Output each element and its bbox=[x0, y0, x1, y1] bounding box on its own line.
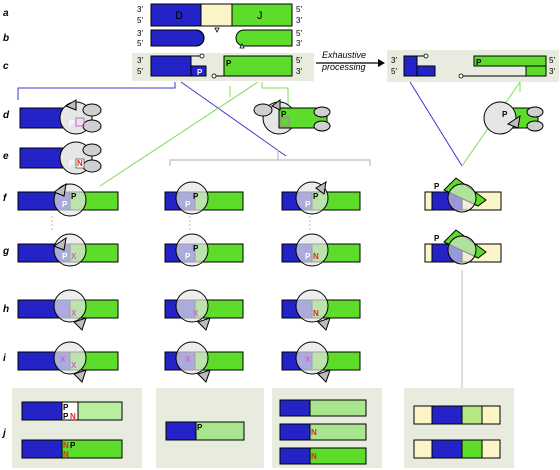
end-5prime: 5′ bbox=[137, 67, 143, 76]
row-label-c: c bbox=[3, 61, 9, 72]
j-segment bbox=[231, 3, 293, 27]
end-3prime: 3′ bbox=[137, 56, 143, 65]
row-label-a: a bbox=[3, 8, 9, 19]
row-j-products: P P N N P N P N N bbox=[12, 388, 514, 468]
p-nucleotide: P bbox=[313, 192, 319, 201]
row-label-e: e bbox=[3, 151, 9, 162]
p-nucleotide: P bbox=[62, 252, 68, 261]
row-f-synapsis: P P P P P P P bbox=[17, 177, 502, 217]
p-nucleotide: P bbox=[71, 192, 77, 201]
p-nucleotide: P bbox=[70, 441, 76, 450]
row-label-d: d bbox=[3, 110, 10, 121]
end-3prime: 3′ bbox=[296, 67, 302, 76]
n-nucleotide: N bbox=[313, 252, 319, 261]
row-a-strand: D J 3′ 5′ 5′ 3′ bbox=[137, 3, 302, 27]
row-label-g: g bbox=[2, 246, 9, 257]
row-e-complexes: P N bbox=[19, 141, 102, 175]
p-nucleotide: P bbox=[305, 200, 311, 209]
p-nucleotide: P bbox=[281, 110, 287, 119]
n-nucleotide: N bbox=[63, 441, 69, 450]
row-i-complexes: X X X X bbox=[17, 341, 361, 383]
row-label-f: f bbox=[3, 193, 8, 204]
x-marker: X bbox=[71, 361, 77, 370]
cleavage-triangle-icon bbox=[214, 27, 220, 33]
p-nucleotide: P bbox=[185, 252, 191, 261]
p-nucleotide: P bbox=[193, 244, 199, 253]
end-3prime: 3′ bbox=[549, 67, 555, 76]
end-5prime: 5′ bbox=[296, 29, 302, 38]
x-marker: X bbox=[71, 252, 77, 261]
n-nucleotide: N bbox=[311, 428, 317, 437]
x-marker: X bbox=[60, 355, 66, 364]
end-5prime: 5′ bbox=[391, 67, 397, 76]
p-nucleotide: P bbox=[434, 234, 440, 243]
n-nucleotide: N bbox=[70, 412, 76, 421]
end-5prime: 5′ bbox=[137, 16, 143, 25]
p-nucleotide: P bbox=[69, 159, 75, 168]
p-nucleotide: P bbox=[62, 200, 68, 209]
row-label-i: i bbox=[3, 353, 6, 364]
n-nucleotide: N bbox=[63, 450, 69, 459]
p-nucleotide: P bbox=[476, 58, 482, 67]
p-nucleotide: P bbox=[434, 182, 440, 191]
x-marker: X bbox=[185, 355, 191, 364]
row-b-hairpins: 3′ 5′ 5′ 3′ bbox=[137, 27, 302, 49]
p-nucleotide: P bbox=[502, 110, 508, 119]
end-3prime: 3′ bbox=[296, 39, 302, 48]
p-nucleotide: P bbox=[197, 68, 203, 77]
row-label-j: j bbox=[1, 428, 6, 439]
row-c-opened: P P 3′ 5′ 5′ 3′ bbox=[132, 53, 314, 81]
row-d-complexes: P P P bbox=[19, 99, 544, 135]
p-nucleotide: P bbox=[63, 403, 69, 412]
arrow-right-icon bbox=[378, 59, 385, 67]
end-3prime: 3′ bbox=[137, 29, 143, 38]
end-5prime: 5′ bbox=[137, 39, 143, 48]
end-5prime: 5′ bbox=[549, 56, 555, 65]
end-5prime: 5′ bbox=[296, 5, 302, 14]
n-nucleotide: N bbox=[313, 309, 319, 318]
p-nucleotide: P bbox=[305, 252, 311, 261]
exhaustive-processing: Exhaustive processing P 3′ 5′ 5′ 3′ bbox=[316, 50, 559, 82]
p-nucleotide: P bbox=[197, 423, 203, 432]
process-label-2: processing bbox=[321, 62, 366, 72]
n-nucleotide: N bbox=[77, 159, 83, 168]
d-segment bbox=[150, 3, 202, 27]
d-label: D bbox=[175, 10, 183, 22]
x-marker: X bbox=[71, 309, 77, 318]
n-nucleotide: N bbox=[311, 452, 317, 461]
protein-complex-icon bbox=[82, 119, 102, 133]
p-nucleotide: P bbox=[226, 59, 232, 68]
protein-complex-icon bbox=[82, 103, 102, 117]
x-marker: X bbox=[193, 309, 199, 318]
end-3prime: 3′ bbox=[296, 16, 302, 25]
row-h-complexes: X X N bbox=[17, 289, 361, 331]
p-nucleotide: P bbox=[193, 192, 199, 201]
row-labels: a b c d e f g h i j bbox=[1, 8, 10, 439]
end-3prime: 3′ bbox=[391, 56, 397, 65]
cleavage-triangle-icon bbox=[239, 43, 245, 49]
x-marker: X bbox=[305, 355, 311, 364]
row-g-complexes: P X P P P N P bbox=[17, 229, 502, 267]
j-label: J bbox=[257, 10, 263, 22]
cleavage-triangle-icon bbox=[64, 99, 77, 111]
process-label-1: Exhaustive bbox=[322, 50, 366, 60]
end-3prime: 3′ bbox=[137, 5, 143, 14]
p-nucleotide: P bbox=[185, 200, 191, 209]
row-label-h: h bbox=[3, 304, 9, 315]
p-nucleotide: P bbox=[63, 412, 69, 421]
row-label-b: b bbox=[3, 33, 9, 44]
p-nucleotide: P bbox=[69, 119, 75, 128]
end-5prime: 5′ bbox=[296, 56, 302, 65]
